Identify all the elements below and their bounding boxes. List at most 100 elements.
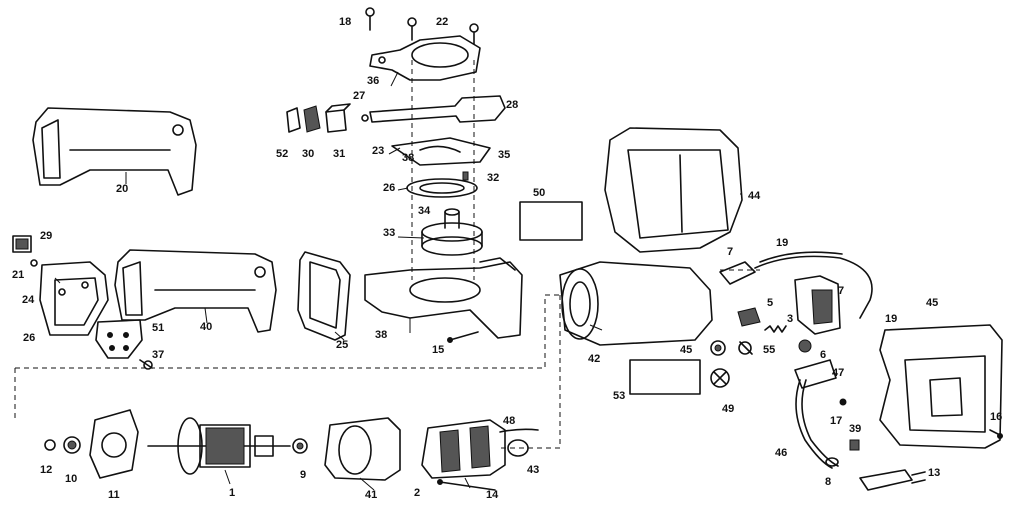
part-label: 45 (926, 297, 938, 309)
part-53-brush (286, 107, 301, 133)
part-label: 26 (383, 182, 395, 194)
part-label: 19 (885, 313, 897, 325)
part-42-field-housing (324, 417, 401, 481)
part-label: 10 (65, 473, 77, 485)
part-31-brush (303, 105, 321, 133)
part-17-screw (839, 398, 847, 406)
part-label: 11 (108, 489, 120, 501)
leader-lines (54, 71, 742, 491)
part-label: 14 (486, 489, 499, 501)
part-26-ring (406, 178, 478, 198)
part-8-grommet (825, 457, 839, 467)
part-labels: 1 2 3 5 6 7 7 8 9 10 11 12 13 14 15 16 1… (12, 16, 1002, 501)
part-34-gear (421, 208, 483, 256)
part-22-screw (407, 17, 479, 45)
part-37-top-bracket (369, 35, 481, 81)
part-label: 27 (353, 90, 365, 102)
part-45-handle-housing (879, 324, 1003, 449)
part-label: 2 (414, 487, 420, 499)
part-label: 1 (229, 487, 235, 499)
part-label: 39 (849, 423, 861, 435)
part-label: 33 (383, 227, 395, 239)
part-47-cord (795, 379, 839, 469)
part-20-handle (32, 107, 197, 196)
part-33-pin (462, 171, 469, 181)
part-label: 22 (436, 16, 448, 28)
part-50-cap (710, 368, 730, 388)
part-label: 44 (748, 190, 761, 202)
part-14-screw (437, 479, 496, 491)
part-7-switch (794, 275, 841, 335)
part-62-clip (738, 341, 753, 355)
part-label: 40 (200, 321, 212, 333)
part-38-screw (139, 359, 153, 370)
part-label: 38 (375, 329, 387, 341)
part-label: 15 (432, 344, 444, 356)
part-45-housing-top (604, 127, 743, 253)
part-18-screw-top (365, 7, 375, 31)
part-label: 31 (333, 148, 345, 160)
part-25-gasket (297, 251, 351, 341)
part-label: 35 (498, 149, 510, 161)
part-40-nut (849, 439, 860, 451)
part-label: 36 (367, 75, 379, 87)
part-label: 7 (727, 246, 733, 258)
part-label: 13 (928, 467, 940, 479)
part-52-bracket (95, 319, 143, 359)
part-label: 28 (506, 99, 518, 111)
part-label: 38 (402, 152, 414, 164)
part-label: 34 (418, 205, 431, 217)
assembly-guides (14, 60, 760, 449)
part-32-brush-cap (325, 103, 351, 133)
part-label: 50 (533, 187, 545, 199)
part-1-armature (147, 417, 291, 475)
part-12-washer (44, 439, 56, 451)
part-label: 55 (763, 344, 775, 356)
part-55-label (629, 359, 701, 395)
part-label: 9 (300, 469, 306, 481)
part-15-screw (447, 331, 479, 343)
part-label: 21 (12, 269, 24, 281)
part-43-motor-housing (559, 261, 713, 346)
part-13-plug (859, 469, 926, 491)
part-label: 52 (276, 148, 288, 160)
part-6-cap (798, 339, 812, 353)
part-39-gear-housing (364, 257, 523, 339)
part-label: 6 (820, 349, 826, 361)
part-label: 30 (302, 148, 314, 160)
part-46-holder (710, 340, 726, 356)
part-49-wire (499, 428, 539, 433)
part-label: 25 (336, 339, 348, 351)
part-11-baffle (89, 409, 139, 479)
part-label: 47 (832, 367, 844, 379)
part-label: 20 (116, 183, 128, 195)
part-label: 23 (372, 145, 384, 157)
part-label: 5 (767, 297, 773, 309)
part-label: 12 (40, 464, 52, 476)
part-label: 19 (776, 237, 788, 249)
part-2-field (421, 419, 506, 479)
part-30-clip (12, 235, 32, 253)
part-label: 42 (588, 353, 600, 365)
part-51-label (519, 201, 583, 241)
part-9-bearing (292, 438, 308, 454)
part-label: 3 (787, 313, 793, 325)
part-label: 29 (40, 230, 52, 242)
part-label: 16 (990, 411, 1002, 423)
part-48-strain-relief (794, 359, 837, 389)
part-label: 7 (838, 285, 844, 297)
part-label: 51 (152, 322, 164, 334)
part-label: 24 (22, 294, 35, 306)
part-label: 41 (365, 489, 377, 501)
part-7-cord-clip (719, 261, 756, 285)
part-36-plate (391, 137, 491, 166)
part-10-bearing (63, 436, 81, 454)
part-label: 37 (152, 349, 164, 361)
part-21-screw (30, 259, 38, 267)
part-24-end-cap (39, 261, 109, 336)
part-label: 49 (722, 403, 734, 415)
part-label: 17 (830, 415, 842, 427)
part-label: 18 (339, 16, 351, 28)
part-5-brush-holder (737, 307, 761, 327)
